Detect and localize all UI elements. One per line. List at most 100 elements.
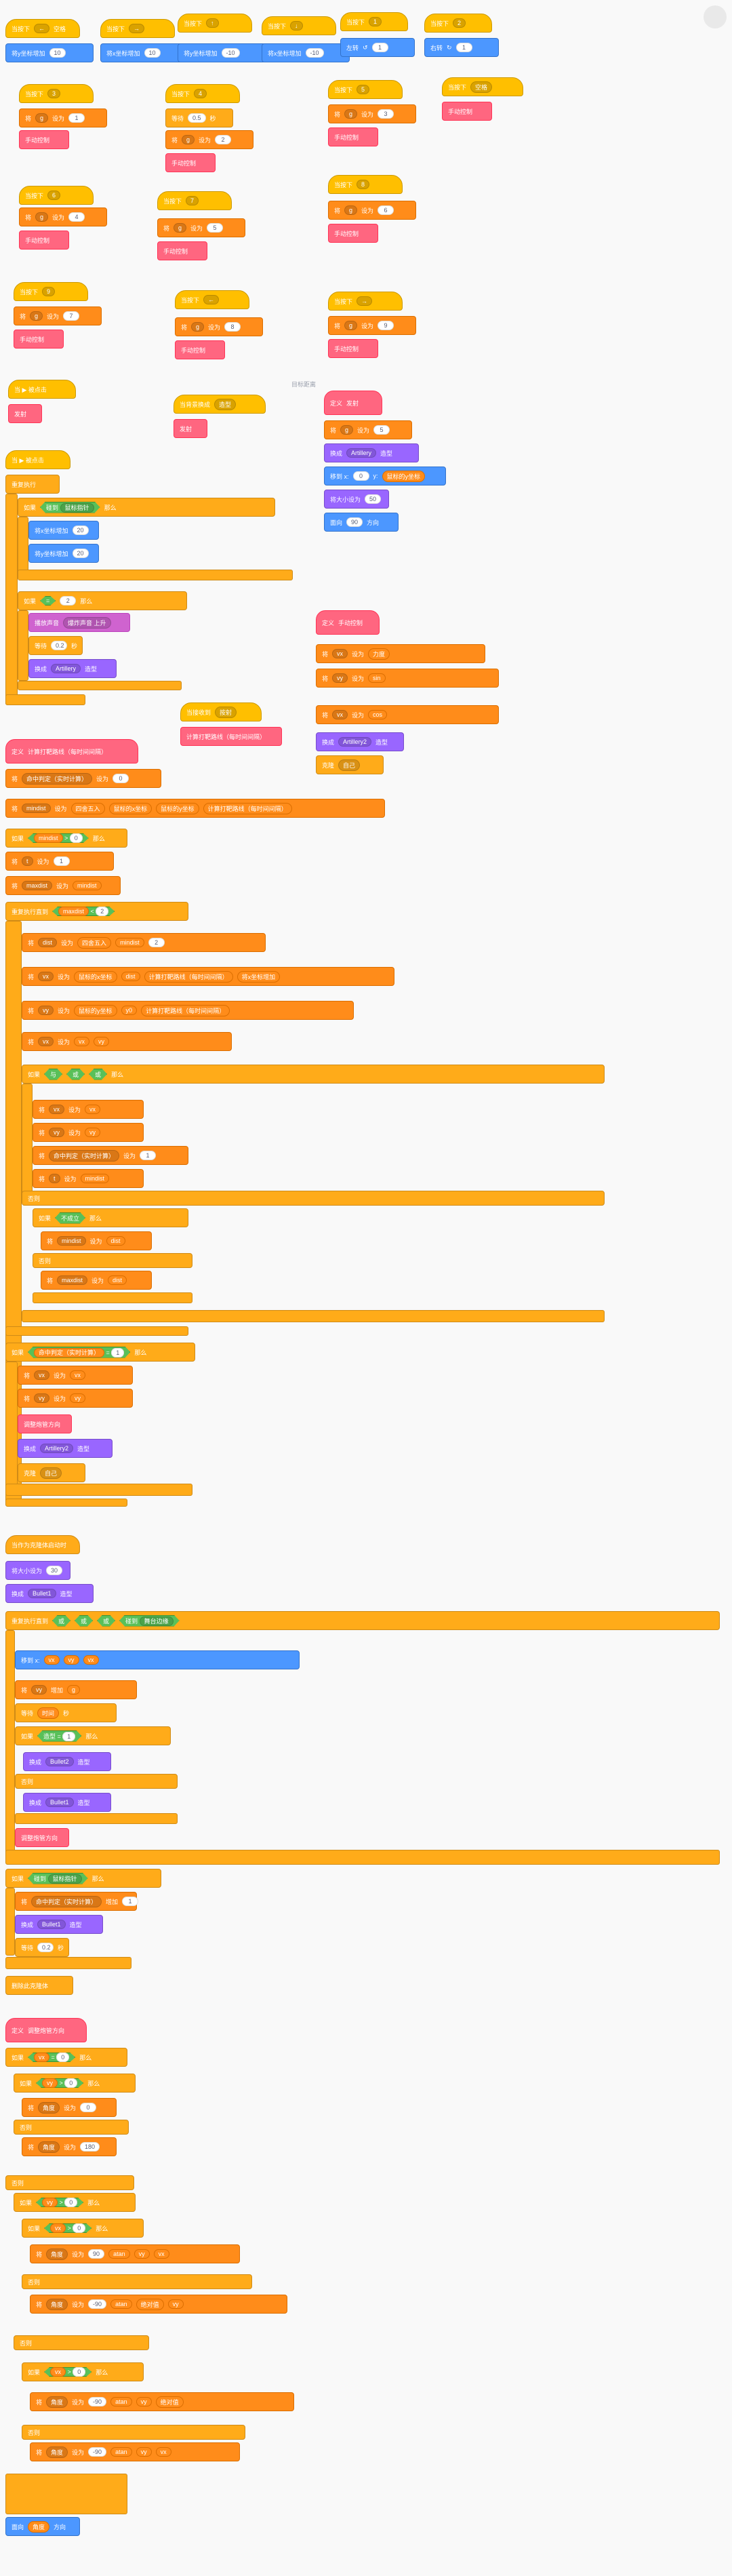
script-key-down[interactable]: 当按下 → <box>100 19 175 38</box>
turn-left-block[interactable]: 左转 ↺ 1 <box>340 38 415 57</box>
switch-artillery2[interactable]: 换成 Artillery2 造型 <box>316 732 404 751</box>
set-vx-manual[interactable]: 将 vx 设为 力度 <box>316 644 485 663</box>
set-g-block-9[interactable]: 将 g 设为 9 <box>328 316 416 335</box>
var-dropdown[interactable]: mindist <box>57 1236 86 1246</box>
manual-call-7[interactable]: 手动控制 <box>328 224 378 243</box>
value-input[interactable]: 6 <box>378 205 394 215</box>
script-clone-start[interactable]: 删除此克隆体 当作为克隆体启动时 <box>5 1535 80 1554</box>
change-x-value[interactable]: -10 <box>305 48 324 58</box>
forever-block[interactable]: 重复执行 <box>5 475 60 494</box>
if-nested[interactable]: 如果 不成立 那么 <box>33 1208 188 1227</box>
value-input[interactable]: 90 <box>88 2249 105 2259</box>
or-hex-b1[interactable]: 或 <box>52 1615 70 1627</box>
cond-hex[interactable]: 不成立 <box>55 1212 85 1224</box>
var-dropdown[interactable]: mindist <box>22 804 51 813</box>
maxdist-reporter[interactable]: maxdist <box>58 907 89 916</box>
value-input[interactable]: 0 <box>73 2367 85 2377</box>
wait-0-2[interactable]: 等待 0.2 秒 <box>28 636 83 655</box>
if-vx-zero[interactable]: 如果 vx = 0 那么 <box>5 2048 127 2067</box>
var-dropdown[interactable]: vx <box>332 649 348 658</box>
gt-hex-vy[interactable]: vy > 0 <box>36 2078 83 2088</box>
define-calc[interactable]: 定义 计算打靶路线（每时间间隔） <box>5 739 138 764</box>
set-hit[interactable]: 将 命中判定（实时计算） 设为 0 <box>5 769 161 788</box>
vy-reporter[interactable]: vy <box>42 2198 58 2207</box>
value-input[interactable]: 0 <box>64 2078 77 2088</box>
var-dropdown[interactable]: vy <box>332 673 348 683</box>
switch-bullet1-b[interactable]: 换成 Bullet1 造型 <box>23 1793 111 1812</box>
fire-call[interactable]: 发射 <box>8 404 42 423</box>
manual-call-2[interactable]: 手动控制 <box>165 153 216 172</box>
value-input[interactable]: 9 <box>378 321 394 330</box>
clone-dropdown[interactable]: 自己 <box>40 1467 62 1479</box>
set-g-block-5[interactable]: 将 g 设为 5 <box>157 218 245 237</box>
key-dropdown[interactable]: ← <box>203 295 220 304</box>
mouse-y-reporter[interactable]: 鼠标的y坐标 <box>74 1004 117 1016</box>
switch-costume-artillery[interactable]: 换成 Artillery 造型 <box>324 443 419 462</box>
value-input[interactable]: 0 <box>64 2198 77 2207</box>
value-input[interactable]: 2 <box>215 135 232 144</box>
set-start[interactable]: 将 t 设为 mindist <box>33 1169 144 1188</box>
set-tempvx[interactable]: 将 vx 设为 vx <box>33 1100 144 1119</box>
script-key-1[interactable]: 当按下 3 <box>19 84 94 103</box>
script-key-space[interactable]: 当按下 空格 <box>442 77 523 96</box>
script-key-right[interactable]: 当按下 ↓ <box>262 16 336 35</box>
value-input[interactable]: 20 <box>72 549 89 558</box>
key-dropdown[interactable]: 2 <box>453 18 466 28</box>
if-vy-zero[interactable]: 如果 vy > 0 那么 <box>14 2193 136 2212</box>
eq-hex-b[interactable]: 造型 = 1 <box>37 1730 81 1742</box>
value-input[interactable]: 4 <box>68 212 85 222</box>
point-direction[interactable]: 面向 90 方向 <box>324 513 399 532</box>
value-input[interactable]: -90 <box>88 2397 107 2406</box>
atan-reporter[interactable]: atan <box>110 2447 132 2457</box>
adjust-call[interactable]: 调整炮管方向 <box>18 1414 72 1433</box>
or-hex-2[interactable]: 或 <box>89 1069 107 1080</box>
if-vy-pos[interactable]: 如果 vy > 0 那么 <box>14 2074 136 2093</box>
wait-bullet[interactable]: 等待 时间 秒 <box>15 1703 117 1722</box>
atan-reporter[interactable]: atan <box>108 2249 130 2259</box>
var-dropdown[interactable]: vx <box>34 1370 50 1380</box>
set-mindist[interactable]: 将 mindist 设为 四舍五入 鼠标的x坐标 鼠标的y坐标 计算打靶路线（每… <box>5 799 385 818</box>
set-g-block[interactable]: 将 g 设为 1 <box>19 108 107 127</box>
set-maxdist[interactable]: 将 maxdist 设为 mindist <box>5 876 121 895</box>
switch-artillery2-b[interactable]: 换成 Artillery2 造型 <box>18 1439 113 1458</box>
var-dropdown[interactable]: vy <box>49 1128 65 1137</box>
edge-dropdown[interactable]: 舞台边缘 <box>140 1617 174 1626</box>
manual-call-10[interactable]: 手动控制 <box>328 339 378 358</box>
set-dist-in-loop[interactable]: 将 dist 设为 四舍五入 mindist 2 <box>22 933 266 952</box>
vy-reporter[interactable]: vy <box>167 2299 184 2309</box>
set-vy-loop[interactable]: 将 vy 设为 鼠标的y坐标 y0 计算打靶路线（每时间间隔） <box>22 1001 354 1020</box>
switch-bullet3[interactable]: 换成 Bullet1 造型 <box>15 1915 103 1934</box>
var-dropdown[interactable]: 命中判定（实时计算） <box>31 1895 102 1907</box>
var-dropdown[interactable]: vx <box>49 1105 65 1114</box>
set-maxdist-3[interactable]: 将 maxdist 设为 dist <box>41 1271 152 1290</box>
value-input[interactable]: 2 <box>60 596 77 606</box>
script-key-up[interactable]: 当按下 ← 空格 <box>5 19 80 38</box>
cos-reporter[interactable]: cos <box>368 710 388 719</box>
vx-reporter[interactable]: vx <box>74 1037 90 1046</box>
script-key-4[interactable]: 当按下 6 <box>19 186 94 205</box>
key-dropdown[interactable]: 1 <box>369 17 382 26</box>
set-g-block-3[interactable]: 将 g 设为 3 <box>328 104 416 123</box>
key-dropdown[interactable]: 8 <box>357 180 370 189</box>
var-dropdown[interactable]: maxdist <box>22 881 53 890</box>
adjust-call-2[interactable]: 调整炮管方向 <box>15 1828 69 1847</box>
bcast-dropdown[interactable]: 按射 <box>215 706 237 718</box>
key-dropdown[interactable]: ↓ <box>290 21 303 31</box>
var-dropdown[interactable]: g <box>344 321 358 330</box>
clone-myself[interactable]: 克隆 自己 <box>18 1463 85 1482</box>
key-dropdown[interactable]: 6 <box>47 191 61 200</box>
script-key-5[interactable]: 当按下 7 <box>157 191 232 210</box>
zoom-control[interactable] <box>704 5 727 28</box>
fire-call-2[interactable]: 发射 <box>174 419 207 438</box>
calc-reporter[interactable]: 计算打靶路线（每时间间隔） <box>141 1004 230 1016</box>
set-size[interactable]: 将大小设为 50 <box>324 490 389 509</box>
angle-reporter[interactable]: 角度 <box>28 2520 50 2533</box>
vx-reporter[interactable]: vx <box>50 2223 66 2233</box>
vx-reporter[interactable]: vx <box>153 2249 169 2259</box>
key-dropdown[interactable]: → <box>129 24 145 33</box>
var-dropdown[interactable]: g <box>182 135 195 144</box>
set-v-loop[interactable]: 将 vx 设为 vx vy <box>22 1032 232 1051</box>
script-backdrop[interactable]: 当背景换成 造型 <box>174 395 266 414</box>
vx-reporter[interactable]: vx <box>34 2053 49 2062</box>
move-xy-bullet[interactable]: 移到 x: vx vy vx <box>15 1650 300 1669</box>
